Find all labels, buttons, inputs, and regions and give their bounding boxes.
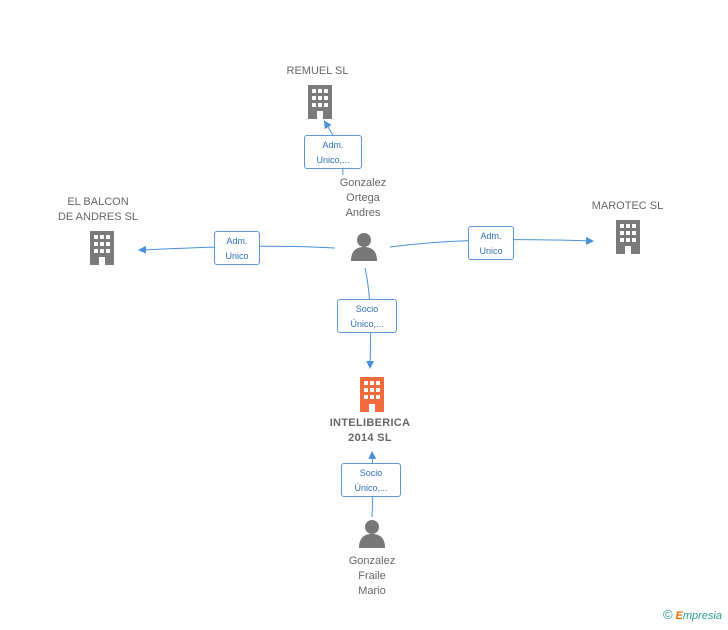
brand-initial: E (675, 610, 683, 622)
relation-badge-marotec[interactable]: Adm. Unico (468, 226, 514, 260)
relation-badge-mario[interactable]: Socio Único,... (341, 463, 401, 497)
building-icon-balcon[interactable] (86, 231, 118, 265)
building-icon-remuel[interactable] (306, 85, 334, 119)
company-label-marotec: MAROTEC SL (591, 200, 664, 212)
person-icon-andres[interactable] (349, 232, 379, 262)
building-icon-inteliberica[interactable] (356, 377, 388, 412)
person-label-mario: Gonzalez Fraile Mario (348, 555, 396, 597)
relation-badge-remuel[interactable]: Adm. Unico,... (304, 135, 362, 169)
relation-badge-inteliberica[interactable]: Socio Único,... (337, 299, 397, 333)
relation-badge-balcon[interactable]: Adm. Unico (214, 231, 260, 265)
person-label-andres: Gonzalez Ortega Andres (339, 177, 387, 219)
company-label-balcon: EL BALCON DE ANDRES SL (57, 196, 139, 223)
brand-footer[interactable]: ©Empresia (663, 607, 722, 622)
person-icon-mario[interactable] (357, 519, 387, 549)
copyright-icon: © (662, 607, 673, 622)
company-label-remuel: REMUEL SL (286, 65, 349, 77)
brand-name: mpresia (682, 610, 722, 622)
building-icon-marotec[interactable] (612, 220, 644, 254)
company-label-inteliberica: INTELIBERICA 2014 SL (329, 417, 411, 444)
